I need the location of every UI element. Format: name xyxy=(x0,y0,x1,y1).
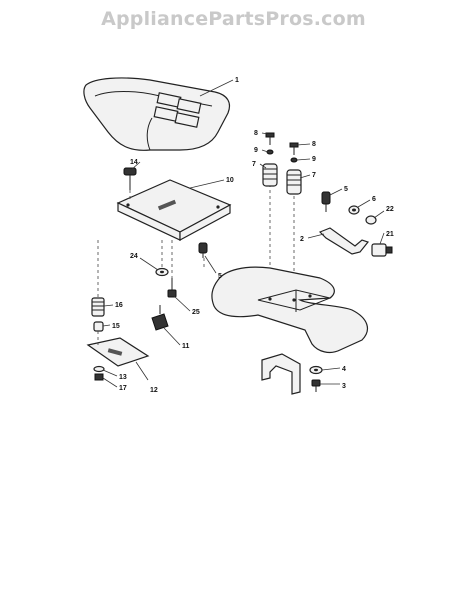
seat xyxy=(83,77,231,151)
callout-8a: 8 xyxy=(254,130,258,137)
bolt-8b xyxy=(289,142,299,155)
plate-12 xyxy=(86,337,150,367)
leader-lines xyxy=(102,79,385,388)
callout-8b: 8 xyxy=(312,141,316,148)
watermark: AppliancePartsPros.com xyxy=(101,8,366,30)
callout-13: 13 xyxy=(119,374,127,381)
callout-9a: 9 xyxy=(254,147,258,154)
bolt-8a xyxy=(265,132,275,145)
callout-5a: 5 xyxy=(218,273,222,280)
callout-6: 6 xyxy=(372,196,376,203)
nut-22 xyxy=(365,215,377,225)
callout-1: 1 xyxy=(235,77,239,84)
callout-24: 24 xyxy=(130,253,138,260)
callout-10: 10 xyxy=(226,177,234,184)
callout-16: 16 xyxy=(115,302,123,309)
seat-adjust-knob xyxy=(123,167,137,190)
spring-7b xyxy=(286,169,302,195)
washer-13 xyxy=(93,365,105,373)
washer-24 xyxy=(155,267,169,277)
bolt-25 xyxy=(167,278,177,298)
nut-6 xyxy=(348,205,360,215)
washer-4 xyxy=(309,365,323,375)
callout-17: 17 xyxy=(119,385,127,392)
callout-7b: 7 xyxy=(312,172,316,179)
nut-17 xyxy=(94,373,104,381)
bracket-2 xyxy=(318,227,370,255)
bushing-15 xyxy=(93,321,104,332)
callout-4: 4 xyxy=(342,366,346,373)
callout-3: 3 xyxy=(342,383,346,390)
mount-bracket xyxy=(261,353,301,395)
callout-22: 22 xyxy=(386,206,394,213)
callout-9b: 9 xyxy=(312,156,316,163)
callout-21: 21 xyxy=(386,231,394,238)
callout-25: 25 xyxy=(192,309,200,316)
seat-pan xyxy=(116,179,232,242)
callout-7a: 7 xyxy=(252,161,256,168)
callout-2: 2 xyxy=(300,236,304,243)
seat-switch xyxy=(321,191,331,212)
washer-9b xyxy=(290,157,298,163)
callout-14: 14 xyxy=(130,159,138,166)
fender-pan xyxy=(211,266,369,354)
callout-15: 15 xyxy=(112,323,120,330)
clip-11 xyxy=(151,305,169,331)
callout-11: 11 xyxy=(182,343,190,350)
switch-21 xyxy=(371,243,393,257)
callout-12: 12 xyxy=(150,387,158,394)
spring-16 xyxy=(91,297,105,317)
bolt-left xyxy=(198,242,208,258)
callout-5b: 5 xyxy=(344,186,348,193)
spring-7a xyxy=(262,163,278,187)
bolt-3 xyxy=(311,379,321,392)
